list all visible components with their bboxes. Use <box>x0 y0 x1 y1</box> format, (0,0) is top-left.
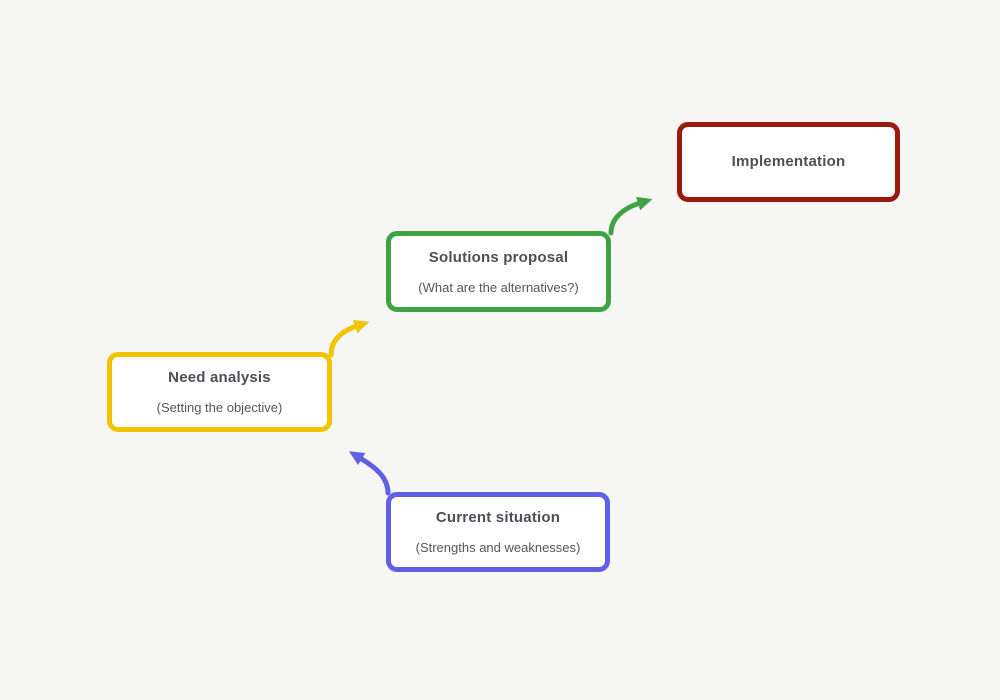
node-current-situation-subtitle: (Strengths and weaknesses) <box>415 540 581 555</box>
node-implementation-title: Implementation <box>731 153 846 170</box>
node-need-analysis: Need analysis (Setting the objective) <box>107 352 332 432</box>
node-need-analysis-title: Need analysis <box>168 369 271 386</box>
node-solutions-proposal-subtitle: (What are the alternatives?) <box>418 279 579 295</box>
node-need-analysis-subtitle: (Setting the objective) <box>156 400 283 415</box>
node-solutions-proposal-title: Solutions proposal <box>428 248 569 266</box>
arrow-need-analysis-to-solutions <box>328 319 370 358</box>
arrow-solutions-to-implementation <box>608 196 653 236</box>
node-current-situation-title: Current situation <box>435 509 561 526</box>
node-solutions-proposal: Solutions proposal (What are the alterna… <box>386 231 611 312</box>
node-implementation: Implementation <box>677 122 900 202</box>
arrow-current-to-need-analysis <box>348 451 391 496</box>
node-current-situation: Current situation (Strengths and weaknes… <box>386 492 610 572</box>
